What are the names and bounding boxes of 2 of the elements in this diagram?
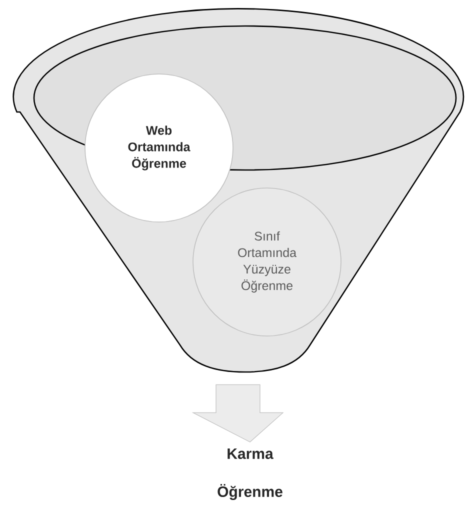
result-text: Karma Öğrenme: [218, 448, 282, 500]
block-arrow: [192, 384, 284, 442]
